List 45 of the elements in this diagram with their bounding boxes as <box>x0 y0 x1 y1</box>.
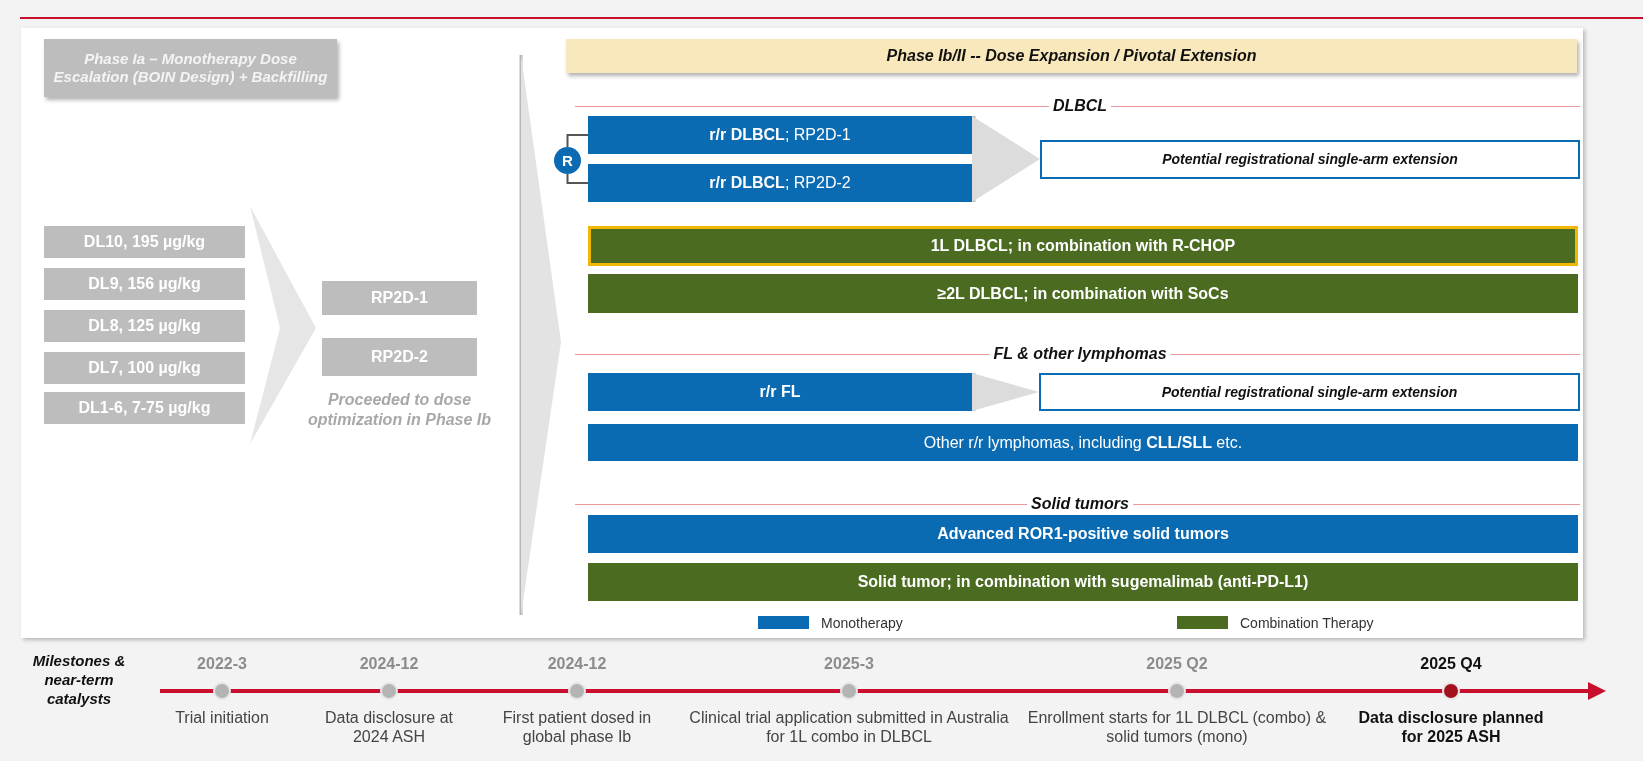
milestone-dot <box>568 682 586 700</box>
milestone-description: Enrollment starts for 1L DLBCL (combo) & solid tumors (mono) <box>1027 708 1327 747</box>
milestone-date: 2025-3 <box>823 655 875 673</box>
extension-box: Potential registrational single-arm extension <box>1040 140 1580 179</box>
bracket-line <box>566 134 589 148</box>
milestone-dot <box>213 682 231 700</box>
milestone-description: Data disclosure planned for 2025 ASH <box>1357 708 1545 747</box>
section-heading: FL & other lymphomas <box>989 345 1171 363</box>
milestone-description: First patient dosed in global phase Ib <box>501 708 653 747</box>
milestone-description: Clinical trial application submitted in Australia for 1L combo in DLBCL <box>689 708 1009 747</box>
combination-bar: 1L DLBCL; in combination with R-CHOP <box>588 226 1578 266</box>
combination-bar: Solid tumor; in combination with sugemalimab (anti-PD-L1) <box>588 563 1578 601</box>
monotherapy-bar: r/r DLBCL; RP2D-1 <box>588 116 972 154</box>
milestone-dot <box>1168 682 1186 700</box>
monotherapy-bar: Advanced ROR1-positive solid tumors <box>588 515 1578 553</box>
milestone-description: Trial initiation <box>174 708 270 728</box>
dose-level-box: DL8, 125 µg/kg <box>44 310 245 342</box>
dose-level-box: DL9, 156 µg/kg <box>44 268 245 300</box>
milestone-date: 2025 Q4 <box>1419 655 1483 673</box>
chevron-arrow <box>972 373 1039 411</box>
dose-level-box: RP2D-1 <box>322 281 477 315</box>
milestone-dot <box>380 682 398 700</box>
milestone-date: 2024-12 <box>358 655 420 673</box>
monotherapy-bar: Other r/r lymphomas, including CLL/SLL etc. <box>588 424 1578 461</box>
milestone-date: 2025 Q2 <box>1145 655 1209 673</box>
monotherapy-bar: r/r FL <box>588 373 972 411</box>
legend-label: Combination Therapy <box>1240 615 1374 631</box>
combination-bar: ≥2L DLBCL; in combination with SoCs <box>588 274 1578 313</box>
milestone-date: 2024-12 <box>546 655 608 673</box>
dose-level-box: DL10, 195 µg/kg <box>44 226 245 258</box>
milestone-date: 2022-3 <box>196 655 248 673</box>
bracket-line <box>566 173 589 184</box>
milestone-dot <box>840 682 858 700</box>
monotherapy-bar: r/r DLBCL; RP2D-2 <box>588 164 972 202</box>
milestone-description: Data disclosure at 2024 ASH <box>323 708 455 747</box>
extension-box: Potential registrational single-arm extension <box>1039 373 1580 411</box>
dose-level-box: DL1-6, 7-75 µg/kg <box>44 392 245 424</box>
chevron-arrow <box>972 116 1040 202</box>
phase-header: Phase Ib/II -- Dose Expansion / Pivotal Extension <box>566 39 1577 73</box>
dose-level-box: DL7, 100 µg/kg <box>44 352 245 384</box>
milestone-dot <box>1442 682 1460 700</box>
dose-level-box: RP2D-2 <box>322 338 477 376</box>
note-text: Proceeded to dose optimization in Phase Ib <box>306 390 493 430</box>
timeline-label: Milestones & near-term catalysts <box>31 652 127 709</box>
legend-label: Monotherapy <box>821 615 903 631</box>
